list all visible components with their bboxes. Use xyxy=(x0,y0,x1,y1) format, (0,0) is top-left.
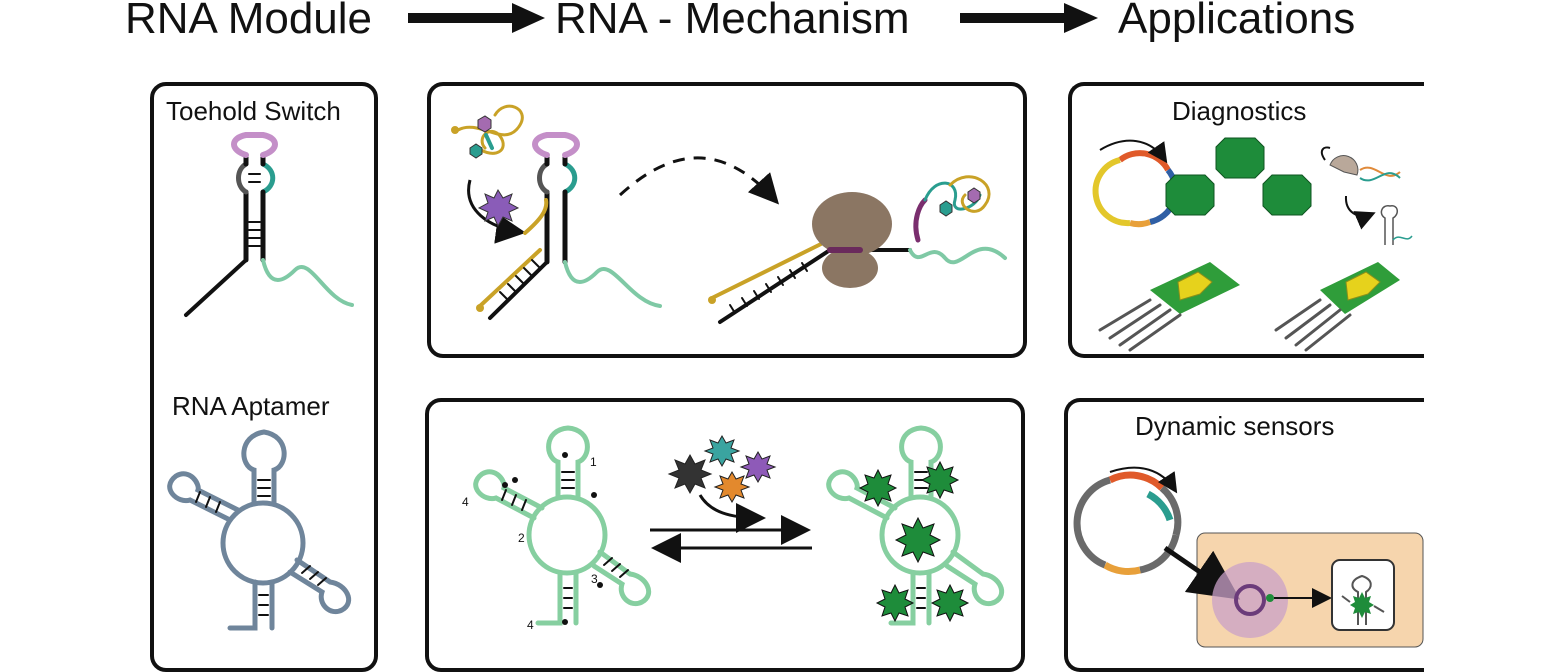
bound-ligands xyxy=(858,460,970,623)
toehold-switch-label: Toehold Switch xyxy=(166,96,341,126)
expressed-signal xyxy=(1266,594,1274,602)
rna-aptamer-structure xyxy=(167,429,352,631)
header-applications: Applications xyxy=(1118,0,1356,43)
toehold-mechanism-panel xyxy=(427,82,1027,358)
paper-sensor-right xyxy=(1274,262,1400,352)
dashed-arrow xyxy=(618,156,780,205)
header-rna-module: RNA Module xyxy=(125,0,373,43)
header-rna-mechanism: RNA - Mechanism xyxy=(555,0,910,43)
plasmid-diagnostics xyxy=(1092,139,1179,228)
site-number-4-top: 4 xyxy=(462,495,469,509)
site-number-2: 2 xyxy=(518,531,525,545)
ligand-stars xyxy=(667,434,777,504)
site-number-4-bottom: 4 xyxy=(527,618,534,632)
header-arrow-1 xyxy=(408,3,545,33)
cell-plasmid xyxy=(1234,584,1266,616)
equilibrium-arrows xyxy=(650,515,812,563)
site-number-3: 3 xyxy=(591,572,598,586)
rna-aptamer-label: RNA Aptamer xyxy=(172,391,330,421)
ribosome-translation xyxy=(708,175,1007,324)
green-protein-blocks xyxy=(1165,137,1312,216)
binding-arrow xyxy=(467,179,526,244)
ligand-star xyxy=(477,188,520,228)
ligand-arrow xyxy=(698,494,766,533)
dynamic-sensors-label: Dynamic sensors xyxy=(1135,411,1335,441)
aptamer-bound xyxy=(826,425,1005,626)
cas-cleavage xyxy=(1320,146,1413,245)
diagnostics-label: Diagnostics xyxy=(1172,96,1307,126)
plasmid-dynamic xyxy=(1073,466,1182,576)
site-number-1: 1 xyxy=(590,455,597,469)
aptamer-unbound xyxy=(473,425,652,626)
sensor-readout-box xyxy=(1331,559,1395,631)
header-arrow-2 xyxy=(960,3,1098,33)
activated-switch xyxy=(476,132,662,320)
paper-sensor-left xyxy=(1098,262,1240,352)
toehold-switch-structure xyxy=(184,132,354,317)
cell-halo xyxy=(1212,562,1288,638)
module-panel xyxy=(150,82,378,672)
binding-site-dots xyxy=(502,452,603,625)
trigger-complex xyxy=(451,104,524,159)
